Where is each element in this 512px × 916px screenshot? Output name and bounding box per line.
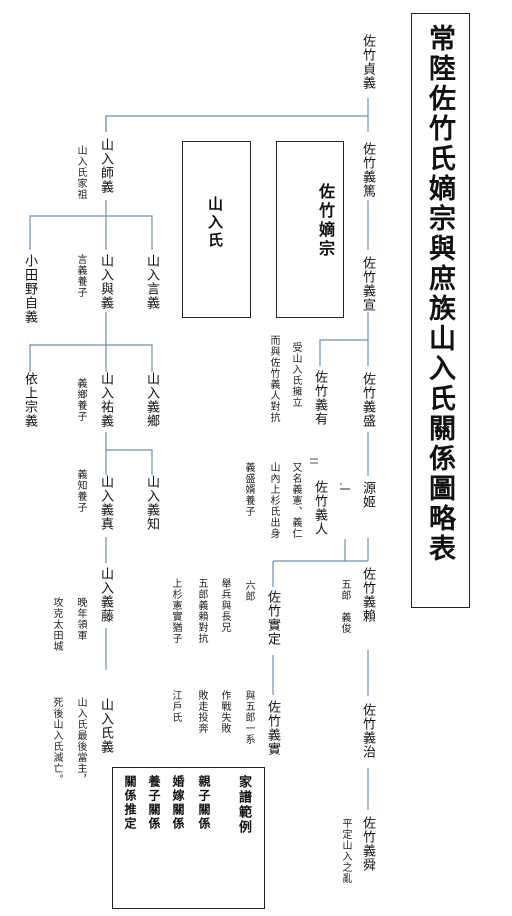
legend-presumed-symbol: ┆ — [127, 872, 138, 885]
person-moroyoshi: 山入師義 — [98, 138, 113, 194]
diagram-title: 常陸佐竹氏嫡宗與庶族山入氏關係圖略表 — [424, 24, 455, 564]
note-yoshizane-c: 敗走投奔 — [196, 690, 207, 734]
note-yoshitomo-b: 而與佐竹義人對抗 — [268, 335, 279, 423]
note-sanesada-c: 五郎義賴對抗 — [196, 578, 207, 644]
person-yorikami: 依上宗義 — [22, 372, 37, 428]
note-yoshiyori: 五郎 義俊 — [339, 579, 350, 634]
note-sanesada-a: 六郎 — [243, 580, 254, 602]
note-yoshizane-a: 與五郎一系 — [243, 690, 254, 745]
note-yoshishun: 平定山入之亂 — [340, 818, 351, 884]
note-yoshihito-a: 又名義憲、義仁 — [290, 462, 301, 539]
note-yoshizane-b: 作戰失敗 — [219, 690, 230, 734]
legend-marriage-symbol: = — [175, 872, 186, 885]
person-sanesada: 佐竹實定 — [265, 590, 280, 646]
person-kotoyoshi: 山入言義 — [144, 254, 159, 310]
note-kotoyoshi-adopt: 言義養子 — [75, 254, 86, 298]
person-ujiyoshi: 山入氏義 — [98, 698, 113, 754]
person-sukeyoshi: 山入祐義 — [98, 372, 113, 428]
person-yoshimasa: 山入義真 — [98, 475, 113, 531]
legend-row-marriage: 婚嫁關係 — [171, 775, 185, 831]
person-yoshizane: 佐竹義實 — [265, 700, 280, 756]
person-yoshimori: 佐竹義盛 — [360, 372, 375, 428]
legend-row-presumed: 關係推定 — [123, 775, 137, 831]
person-yoshiyori: 佐竹義賴 — [360, 567, 375, 623]
person-minamotohime: 源姬 — [360, 481, 375, 509]
person-sadayoshi: 佐竹貞義 — [360, 34, 375, 90]
person-yoshitomo2: 山入義知 — [144, 475, 159, 531]
legend-row-parent-child: 親子關係 — [197, 775, 211, 831]
note-yoshisato-adopt: 義鄉養子 — [75, 378, 86, 422]
person-yoshihito: 佐竹義人 — [312, 480, 327, 536]
note-yoshifuji-b: 攻克太田城 — [51, 597, 62, 652]
person-yoshisato: 山入義鄉 — [144, 372, 159, 428]
title-box: 常陸佐竹氏嫡宗與庶族山入氏關係圖略表 — [411, 13, 470, 608]
note-ujiyoshi-a: 山入氏最後當主， — [75, 697, 86, 785]
person-yoshishun: 佐竹義舜 — [360, 816, 375, 872]
note-yoshihito-b: 山內上杉氏出身 — [268, 462, 279, 539]
person-yoshitomo: 佐竹義有 — [312, 370, 327, 426]
note-ujiyoshi-b: 死後山入氏滅亡。 — [51, 697, 62, 785]
legend-box: 家譜範例 親子關係 婚嫁關係 = 養子關係 關係推定 ┆ — [112, 767, 265, 909]
note-moroyoshi: 山入氏家祖 — [75, 145, 86, 200]
note-yoshitomo-adopt: 義知養子 — [75, 469, 86, 513]
clan-label-satake: 佐竹嫡宗 — [316, 183, 335, 259]
person-odano: 小田野自義 — [22, 254, 37, 324]
clan-box-satake: 佐竹嫡宗 — [276, 141, 344, 318]
note-yoshifuji-a: 晚年領軍 — [75, 597, 86, 641]
marriage-mark: = — [338, 478, 354, 495]
legend-row-adoption: 養子關係 — [147, 775, 161, 831]
person-yoshinobu: 佐竹義宣 — [360, 256, 375, 312]
person-yoshiharu: 佐竹義治 — [360, 703, 375, 759]
note-yoshizane-d: 江戶氏 — [170, 690, 181, 723]
note-sanesada-d: 上杉憲實猶子 — [170, 578, 181, 644]
person-yoshiatsu: 佐竹義篤 — [360, 142, 375, 198]
clan-box-yamairi: 山入氏 — [182, 141, 251, 318]
legend-title: 家譜範例 — [236, 775, 251, 835]
clan-label-yamairi: 山入氏 — [206, 196, 224, 250]
note-yoshihito-c: 義盛婿養子 — [243, 462, 254, 517]
person-yoyoshi: 山入與義 — [98, 254, 113, 310]
note-sanesada-b: 舉兵與長兄 — [219, 578, 230, 633]
person-yoshifuji: 山入義藤 — [98, 567, 113, 623]
note-yoshitomo-a: 受山入氏擁立 — [290, 342, 301, 408]
